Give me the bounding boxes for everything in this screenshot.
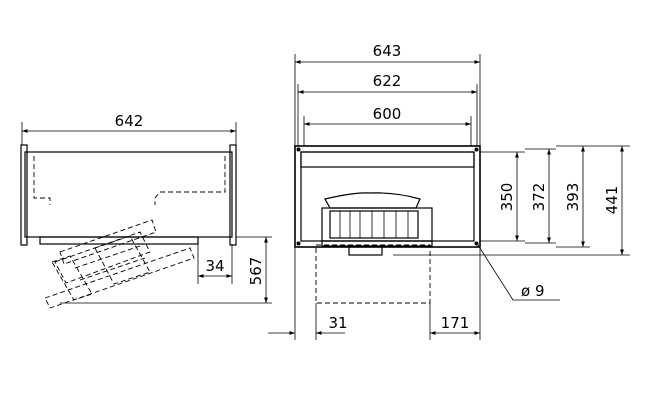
side-left-flange bbox=[20, 144, 28, 246]
front-motor-box bbox=[348, 245, 383, 256]
dim-31-label: 31 bbox=[328, 314, 347, 332]
front-view: 643 622 600 350 372 bbox=[268, 42, 630, 340]
dim-441-label: 441 bbox=[603, 186, 621, 215]
dim-567: 567 bbox=[60, 236, 272, 304]
dim-600: 600 bbox=[303, 105, 472, 146]
dim-350-label: 350 bbox=[498, 183, 516, 212]
dim-642: 642 bbox=[21, 112, 237, 145]
dim-393: 393 bbox=[556, 145, 590, 248]
side-housing bbox=[24, 151, 233, 238]
front-outer-frame bbox=[294, 145, 481, 248]
side-inner-dash-left bbox=[33, 156, 51, 205]
dim-31: 31 bbox=[268, 247, 348, 340]
dim-hole-label: ø 9 bbox=[521, 282, 545, 300]
dim-372: 372 bbox=[525, 148, 556, 244]
dim-643: 643 bbox=[294, 42, 481, 146]
front-fan-blades bbox=[339, 211, 409, 238]
side-open-door bbox=[44, 219, 195, 309]
dim-171: 171 bbox=[429, 247, 481, 340]
side-inner-dash-right bbox=[154, 156, 226, 205]
dim-393-label: 393 bbox=[564, 183, 582, 212]
dim-372-label: 372 bbox=[530, 183, 548, 212]
dim-642-label: 642 bbox=[115, 112, 144, 130]
dim-622: 622 bbox=[297, 72, 478, 146]
front-fan-inner bbox=[329, 210, 419, 239]
dim-441: 441 bbox=[393, 145, 630, 256]
dim-34-label: 34 bbox=[205, 257, 224, 275]
dim-171-label: 171 bbox=[441, 314, 470, 332]
front-dashed-access-box bbox=[315, 244, 431, 304]
side-view: 642 34 567 bbox=[20, 112, 272, 309]
front-top-strip bbox=[300, 151, 475, 168]
side-right-flange bbox=[229, 144, 237, 246]
dim-34: 34 bbox=[197, 244, 233, 284]
side-base-plate bbox=[39, 236, 199, 245]
dim-567-label: 567 bbox=[247, 257, 265, 286]
front-inner-opening bbox=[300, 151, 475, 242]
dim-600-label: 600 bbox=[373, 105, 402, 123]
dim-643-label: 643 bbox=[373, 42, 402, 60]
dim-622-label: 622 bbox=[373, 72, 402, 90]
front-fan-cone bbox=[324, 192, 421, 209]
dim-hole: ø 9 bbox=[477, 244, 560, 301]
front-fan-impeller bbox=[321, 207, 433, 242]
dim-350: 350 bbox=[480, 151, 525, 242]
front-mounting-holes bbox=[296, 147, 479, 246]
